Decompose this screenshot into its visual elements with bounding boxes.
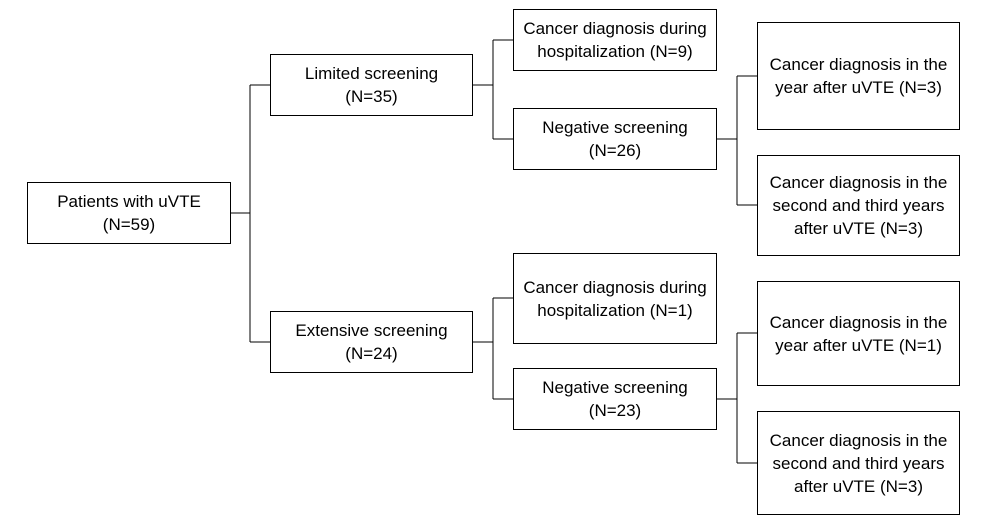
root-line-2: (N=59) bbox=[102, 215, 156, 234]
extensive-screening-line-2: (N=24) bbox=[345, 344, 398, 363]
hospitalization-dx-limited-line-2: hospitalization (N=9) bbox=[537, 42, 693, 61]
year1-dx-limited-line-1: Cancer diagnosis in the bbox=[769, 55, 948, 74]
year23-dx-extensive-line-3: after uVTE (N=3) bbox=[794, 476, 923, 496]
year23-dx-limited-line-1: Cancer diagnosis in the bbox=[769, 173, 948, 192]
negative-screening-box-limited: Negative screening (N=26) bbox=[513, 108, 717, 170]
year1-dx-extensive-line-2: year after uVTE (N=1) bbox=[775, 335, 942, 355]
hospitalization-dx-box-limited: Cancer diagnosis during hospitalization … bbox=[513, 9, 717, 71]
hospitalization-dx-limited-line-1: Cancer diagnosis during bbox=[523, 19, 707, 38]
year1-dx-limited-line-2: year after uVTE (N=3) bbox=[775, 78, 942, 97]
year23-dx-limited-line-3: after uVTE (N=3) bbox=[794, 219, 923, 238]
year1-dx-box-limited: Cancer diagnosis in the year after uVTE … bbox=[757, 22, 960, 130]
hospitalization-dx-extensive-line-1: Cancer diagnosis during bbox=[523, 277, 707, 297]
year1-dx-box-extensive: Cancer diagnosis in the year after uVTE … bbox=[757, 281, 960, 386]
limited-screening-line-2: (N=35) bbox=[345, 87, 398, 106]
year23-dx-limited-line-2: second and third years bbox=[772, 196, 945, 215]
hospitalization-dx-extensive-line-2: hospitalization (N=1) bbox=[537, 300, 693, 320]
extensive-screening-line-1: Extensive screening bbox=[295, 321, 448, 340]
hospitalization-dx-box-extensive: Cancer diagnosis during hospitalization … bbox=[513, 253, 717, 344]
extensive-screening-box: Extensive screening (N=24) bbox=[270, 311, 473, 373]
negative-screening-extensive-line-2: (N=23) bbox=[588, 401, 642, 420]
year23-dx-box-limited: Cancer diagnosis in the second and third… bbox=[757, 155, 960, 256]
year1-dx-extensive-line-1: Cancer diagnosis in the bbox=[769, 312, 948, 332]
negative-screening-box-extensive: Negative screening (N=23) bbox=[513, 368, 717, 430]
negative-screening-limited-line-1: Negative screening bbox=[542, 118, 688, 137]
year23-dx-extensive-line-2: second and third years bbox=[772, 453, 945, 473]
year23-dx-box-extensive: Cancer diagnosis in the second and third… bbox=[757, 411, 960, 515]
negative-screening-extensive-line-1: Negative screening bbox=[542, 378, 688, 397]
negative-screening-limited-line-2: (N=26) bbox=[588, 141, 642, 160]
root-line-1: Patients with uVTE bbox=[57, 192, 201, 211]
limited-screening-line-1: Limited screening bbox=[304, 64, 439, 83]
limited-screening-box: Limited screening (N=35) bbox=[270, 54, 473, 116]
year23-dx-extensive-line-1: Cancer diagnosis in the bbox=[769, 430, 948, 450]
root-box-patients: Patients with uVTE (N=59) bbox=[27, 182, 231, 244]
